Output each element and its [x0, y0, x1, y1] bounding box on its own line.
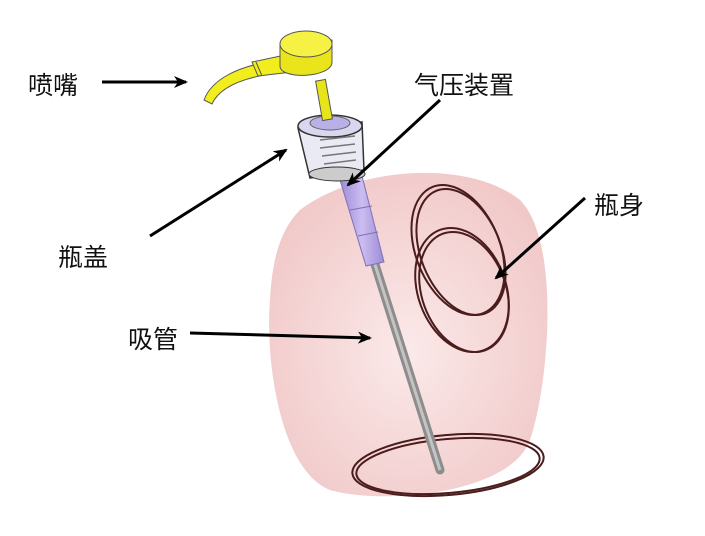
label-bottle-body: 瓶身: [594, 191, 645, 220]
callout-arrows: [102, 76, 587, 344]
label-air-pressure-device: 气压装置: [414, 71, 515, 100]
bottle-cap: [297, 114, 366, 182]
label-straw: 吸管: [128, 325, 179, 354]
air-pressure-arrow: [346, 98, 442, 187]
bottle-body: [269, 172, 548, 497]
body-arrow: [494, 196, 587, 280]
label-bottle-cap: 瓶盖: [58, 243, 109, 272]
cap-arrow: [149, 148, 288, 238]
nozzle: [203, 30, 333, 122]
straw-arrow: [189, 331, 372, 344]
label-nozzle: 喷嘴: [28, 71, 79, 100]
